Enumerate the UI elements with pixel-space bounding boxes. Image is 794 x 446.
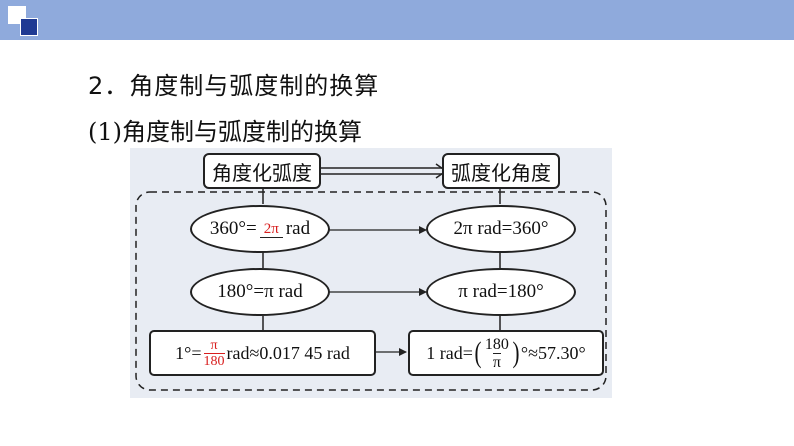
radian-to-degree-box: 弧度化角度	[442, 153, 560, 189]
fraction-180-over-pi: 180 π	[485, 336, 509, 371]
radian-to-degree-label: 弧度化角度	[451, 160, 551, 185]
conversion-diagram: 角度化弧度 弧度化角度 360°= 2π rad 2π rad=360° 180…	[130, 148, 612, 398]
title-bar	[0, 0, 794, 40]
fraction-denominator: π	[492, 352, 501, 371]
degree-to-radian-label: 角度化弧度	[212, 160, 312, 185]
eq-1deg-prefix: 1°=	[175, 342, 202, 363]
diagram-connectors	[135, 163, 607, 391]
eq-2pi-rad: 2π rad=360°	[453, 218, 549, 239]
answer-2pi: 2π	[259, 221, 283, 238]
eq-1rad-prefix: 1 rad=	[426, 342, 473, 363]
dashed-group-border	[135, 191, 607, 391]
ellipse-360-deg: 360°= 2π rad	[190, 205, 330, 253]
degree-to-radian-box: 角度化弧度	[203, 153, 321, 189]
subsection-heading: (1)角度制与弧度制的换算	[88, 118, 362, 146]
ellipse-pi-rad: π rad=180°	[426, 268, 576, 316]
eq-180-deg: 180°=π rad	[217, 281, 303, 302]
eq-1rad-suffix: °≈57.30°	[520, 342, 586, 363]
fraction-numerator: 180	[484, 335, 509, 353]
ellipse-2pi-rad: 2π rad=360°	[426, 205, 576, 253]
slide-corner-icon	[8, 6, 38, 36]
close-paren: )	[512, 336, 520, 369]
section-heading: 2．角度制与弧度制的换算	[88, 72, 380, 100]
fraction-denominator: 180	[203, 352, 225, 369]
ellipse-180-deg: 180°=π rad	[190, 268, 330, 316]
open-paren: (	[474, 336, 482, 369]
one-radian-box: 1 rad= ( 180 π ) °≈57.30°	[408, 330, 604, 376]
fraction-numerator: π	[210, 337, 218, 353]
eq-1deg-suffix: rad≈0.017 45 rad	[226, 342, 350, 363]
fraction-pi-over-180: π 180	[203, 337, 225, 369]
eq-360-unit: rad	[285, 218, 311, 239]
eq-360-prefix: 360°=	[209, 218, 257, 239]
one-degree-box: 1°= π 180 rad≈0.017 45 rad	[149, 330, 376, 376]
eq-pi-rad: π rad=180°	[458, 281, 544, 302]
